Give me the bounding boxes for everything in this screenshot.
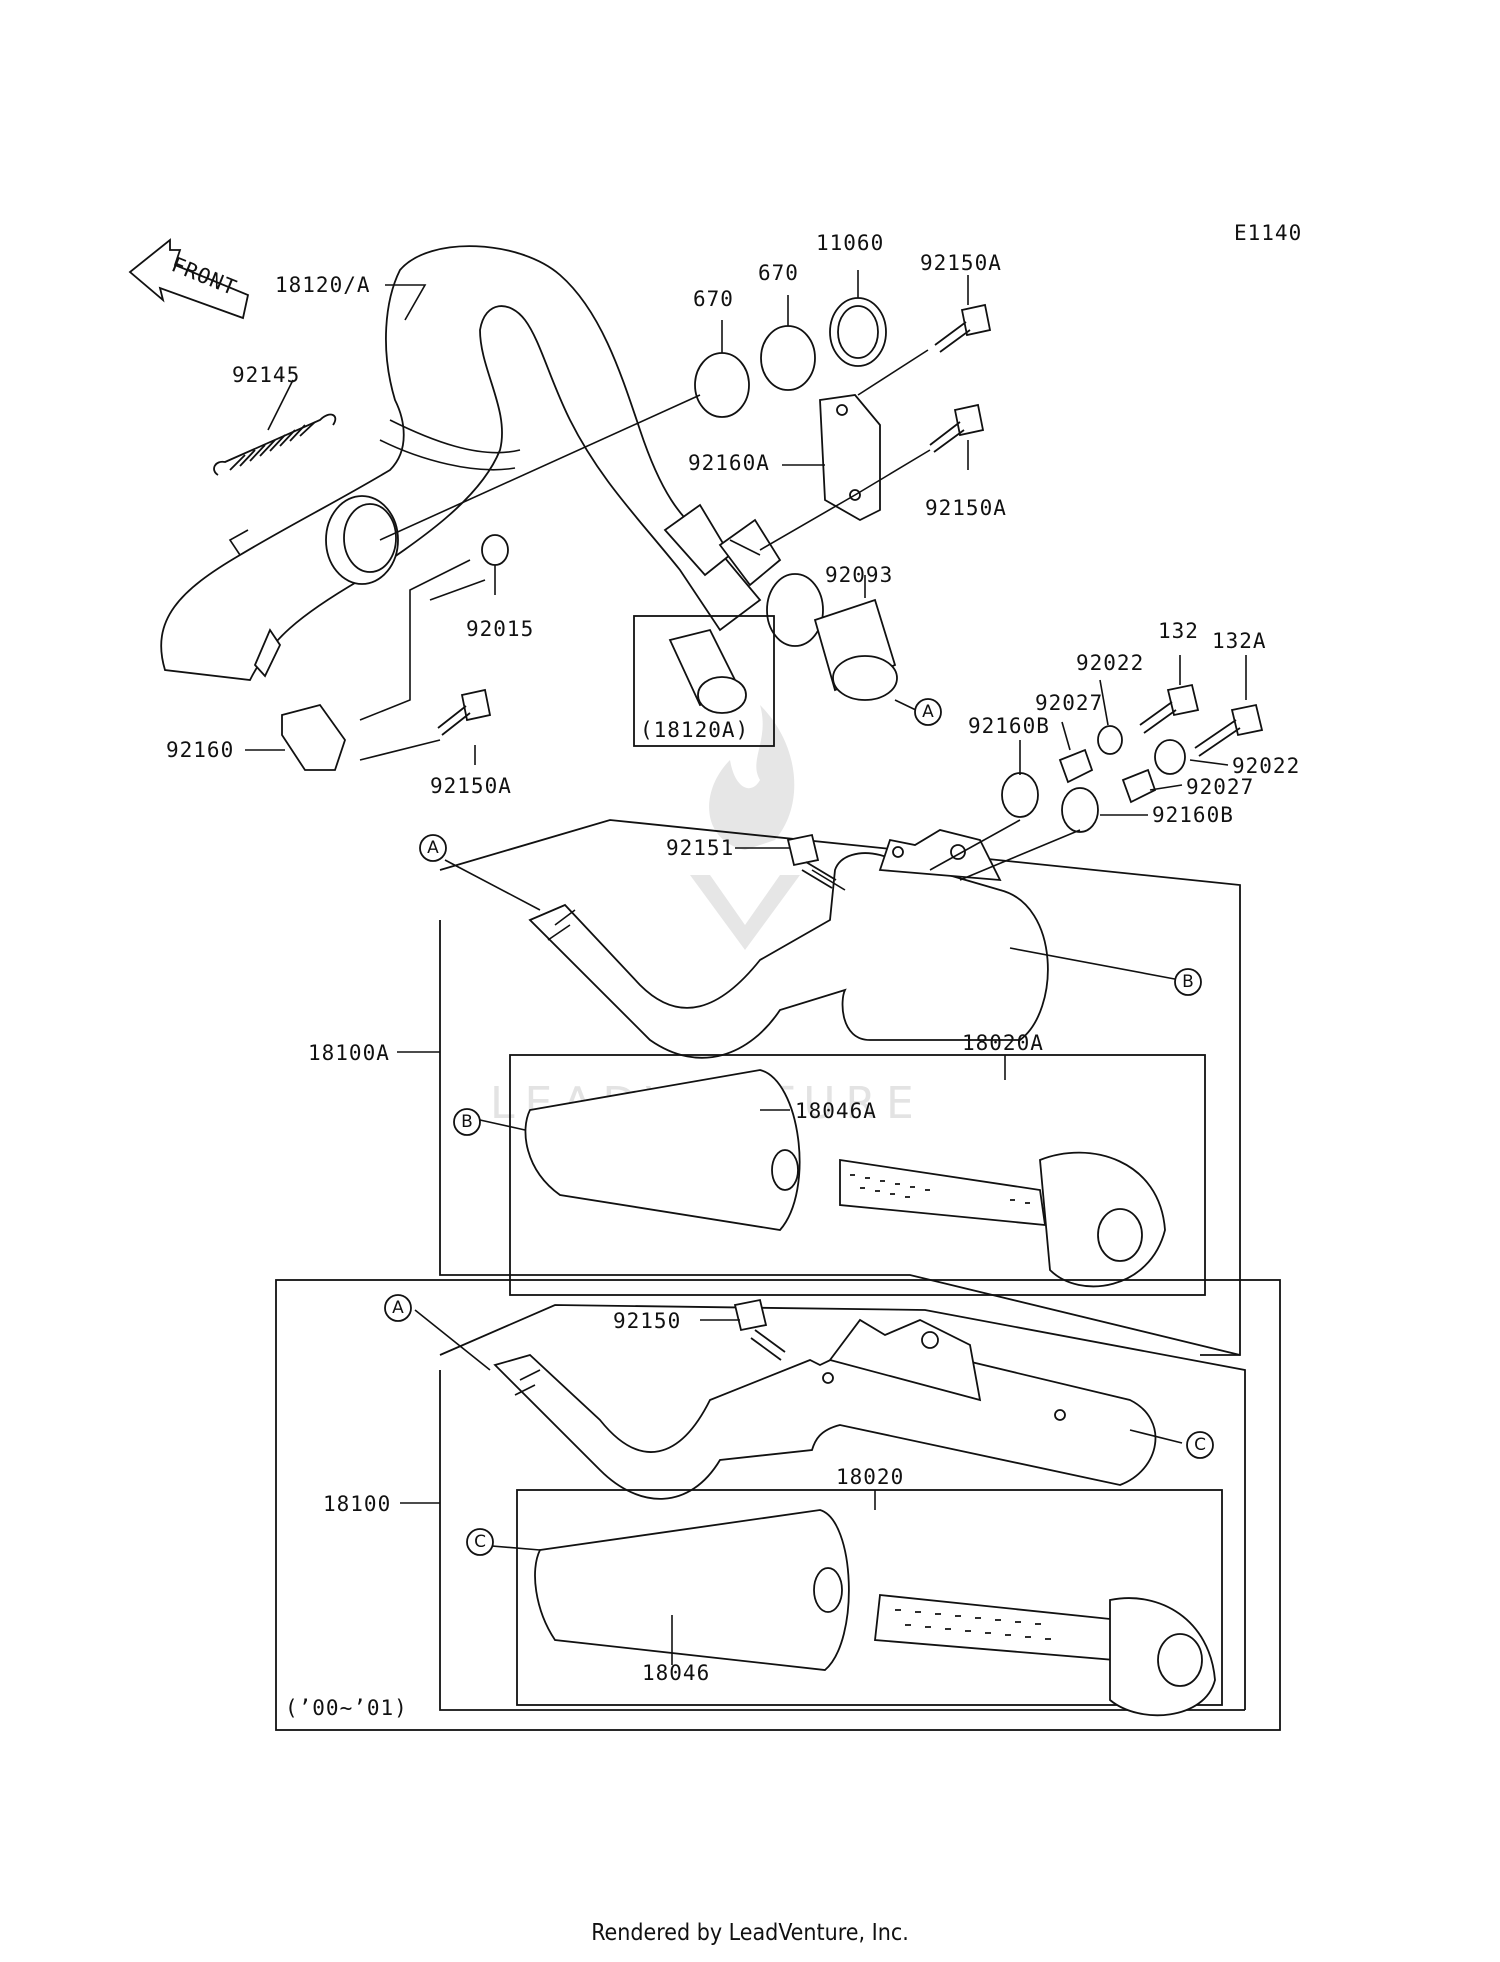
label-18020A: 18020A [962,1031,1044,1055]
bolt-92150A-3 [437,688,492,736]
box-outer-00-01 [275,1279,1281,1731]
callout-C-2: C [466,1528,494,1556]
leader-lines [245,270,1247,1665]
front-label: FRONT [168,252,240,300]
silencer-core-18046A [524,1069,801,1231]
front-arrow-icon [128,238,250,320]
label-92145: 92145 [232,363,300,387]
grommet-92160B-1 [1001,772,1039,818]
washer-92022-2 [1154,739,1186,775]
washer-92022-1 [1097,725,1123,755]
sleeve-92093 [813,598,898,701]
box-18100A-outline [439,819,1241,1356]
label-92150A-1: 92150A [920,251,1002,275]
gasket-670-b [760,325,816,391]
bolt-92150A-2 [929,403,985,453]
nut-92015 [481,534,509,566]
callout-A-1: A [914,698,942,726]
sleeve-18120A [668,628,747,714]
svg-text:A: A [392,1298,404,1318]
label-92027-1: 92027 [1035,691,1103,715]
box-18020A [509,1054,1206,1296]
label-92151: 92151 [666,836,734,860]
box-18020 [516,1489,1223,1706]
svg-text:B: B [461,1112,473,1132]
svg-text:A: A [922,702,934,722]
label-132A: 132A [1212,629,1267,653]
label-18020: 18020 [836,1465,904,1489]
label-92022-1: 92022 [1076,651,1144,675]
label-11060: 11060 [816,231,884,255]
label-92027-2: 92027 [1186,775,1254,799]
label-92160B-1: 92160B [968,714,1050,738]
perforated-pipe-18020A [839,1151,1166,1288]
spring-92145 [213,413,337,476]
label-92150A-3: 92150A [430,774,512,798]
sub-box-label: (18120A) [640,718,749,742]
bolt-92151 [786,833,837,889]
bolt-132 [1139,683,1200,734]
watermark-logo [690,705,800,950]
label-92150A-2: 92150A [925,496,1007,520]
svg-text:A: A [427,838,439,858]
date-range-label: (’00~’01) [285,1696,408,1720]
label-670-b: 670 [758,261,799,285]
bracket-92160A [819,394,881,522]
callout-A-3: A [384,1294,412,1322]
grommet-92160B-2 [1061,787,1099,833]
label-92022-2: 92022 [1232,754,1300,778]
gasket-670-a [694,352,750,418]
diagram-code: E1140 [1234,221,1302,245]
bolt-132A [1194,703,1264,757]
label-18100A: 18100A [308,1041,390,1065]
label-92160B-2: 92160B [1152,803,1234,827]
perforated-pipe-18020 [874,1594,1216,1717]
label-18046: 18046 [642,1661,710,1685]
box-18100-outline-2 [439,1370,1245,1711]
collar-92027-2 [1121,768,1157,804]
silencer-core-18046 [534,1509,850,1671]
label-92093: 92093 [825,563,893,587]
svg-text:B: B [1182,972,1194,992]
label-92160A: 92160A [688,451,770,475]
collar-92027-1 [1058,748,1094,784]
label-92015: 92015 [466,617,534,641]
label-132: 132 [1158,619,1199,643]
sub-box-18120A [633,615,775,747]
label-18046A: 18046A [795,1099,877,1123]
callout-B-2: B [453,1108,481,1136]
exhaust-pipe-18120 [160,245,824,681]
svg-text:C: C [1194,1435,1206,1455]
callout-C-1: C [1186,1431,1214,1459]
muffler-18100A [528,829,1049,1059]
label-18100: 18100 [323,1492,391,1516]
label-670-a: 670 [693,287,734,311]
callout-A-2: A [419,834,447,862]
box-18100-outline [439,1304,1246,1710]
label-92150: 92150 [613,1309,681,1333]
svg-text:C: C [474,1532,486,1552]
label-18120A: 18120/A [275,273,371,297]
bracket-92160 [281,703,346,771]
bolt-92150A-1 [934,303,992,353]
label-92160: 92160 [166,738,234,762]
muffler-18100 [493,1318,1157,1500]
box-18100A-outline-2 [439,920,1241,1356]
footer-credit: Rendered by LeadVenture, Inc. [591,1920,909,1946]
callout-B-1: B [1174,968,1202,996]
bolt-92150 [733,1298,786,1361]
